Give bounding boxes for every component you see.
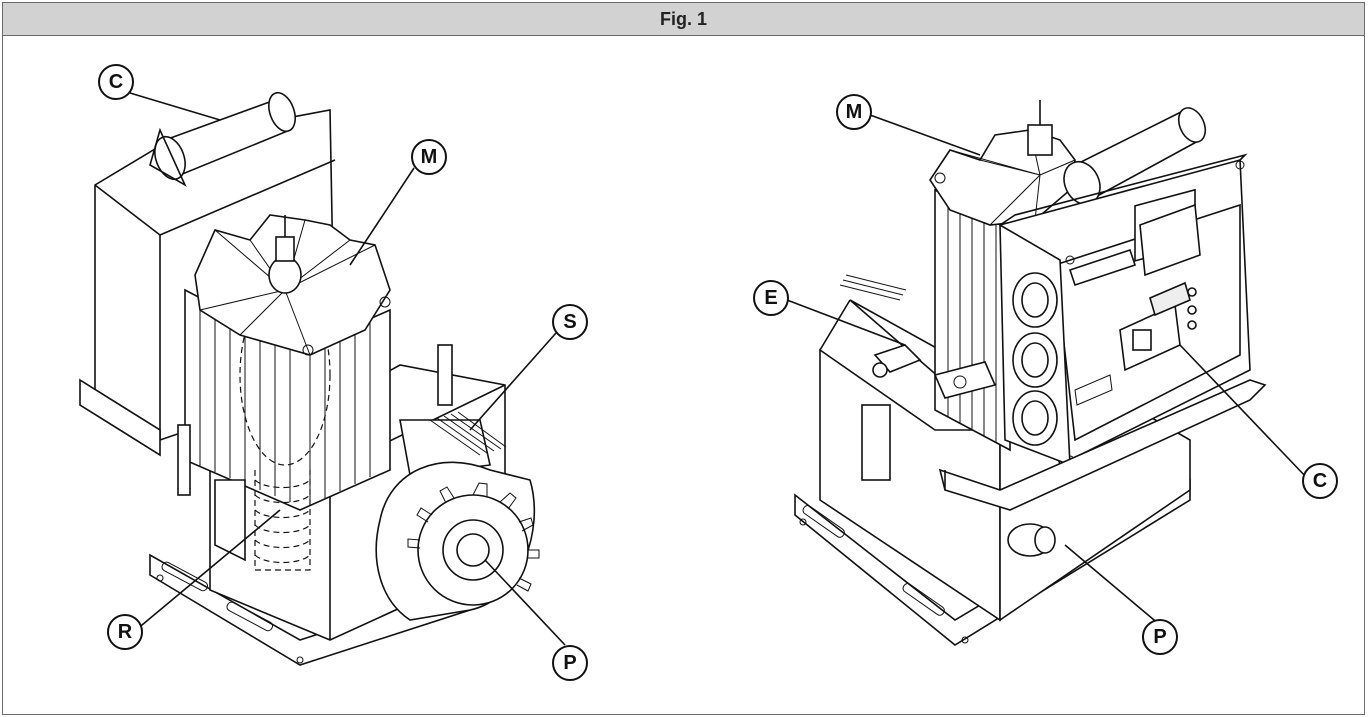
callout-m-left: M [411,139,447,175]
motor-left [184,214,391,571]
right-gate-motor-drawing [786,100,1308,646]
left-gate-motor-drawing [79,91,566,666]
svg-text:C: C [1313,470,1327,492]
svg-text:M: M [846,101,863,123]
svg-text:E: E [764,287,777,309]
svg-text:M: M [421,146,438,168]
capacitor-right [1063,107,1207,205]
figure-title: Fig. 1 [3,3,1364,36]
callout-p-left: P [552,645,588,681]
svg-text:P: P [1153,626,1166,648]
svg-text:S: S [563,311,576,333]
svg-text:C: C [109,71,123,93]
callout-p-right: P [1142,619,1178,655]
pinion-left [375,461,540,621]
callout-c-left: C [98,64,134,100]
svg-text:P: P [563,652,576,674]
capacitor-left [149,91,296,187]
callout-m-right: M [836,94,872,130]
svg-text:R: R [118,621,133,643]
callout-e-right: E [753,280,789,316]
cable-glands-panel [999,223,1071,467]
callout-r-left: R [107,614,143,650]
threaded-rod-left [399,411,507,476]
release-knob [1007,523,1056,557]
rod-and-limit-switch [839,274,997,399]
callout-c-right: C [1302,463,1338,499]
callout-s-left: S [552,304,588,340]
spring-left [254,470,311,571]
